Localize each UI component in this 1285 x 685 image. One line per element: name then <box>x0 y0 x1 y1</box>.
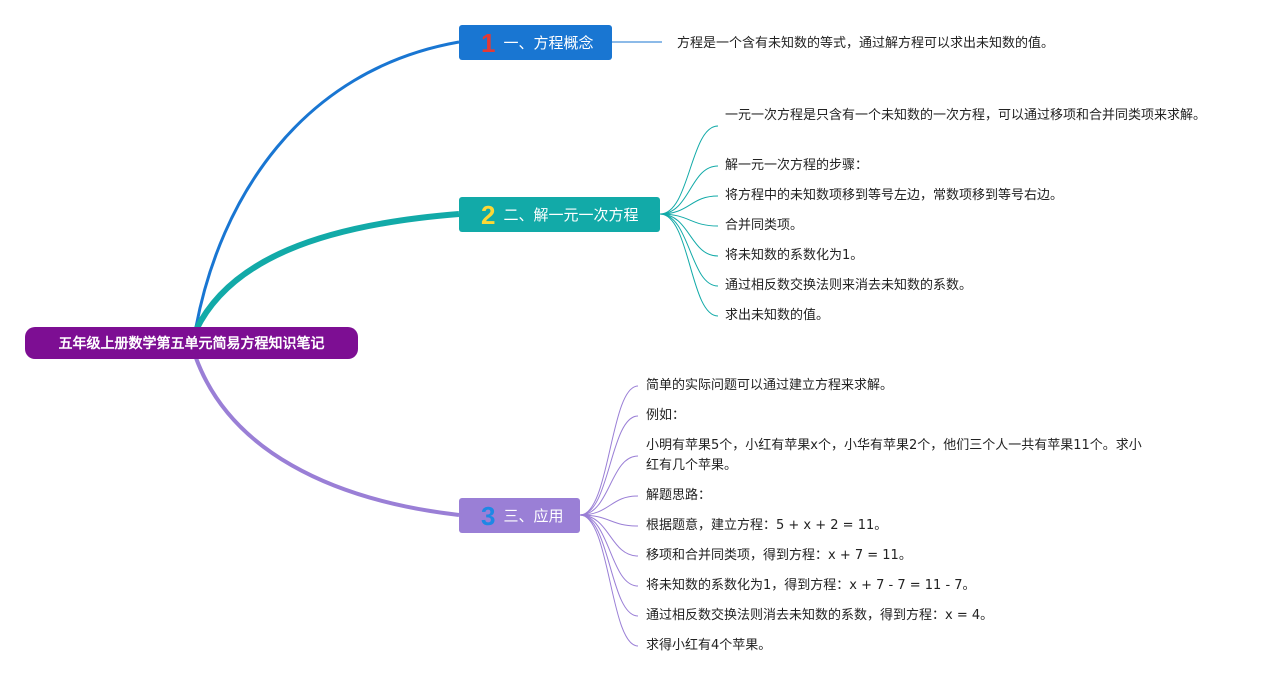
root-node[interactable]: 五年级上册数学第五单元简易方程知识笔记 <box>25 327 358 359</box>
leaf-item: 将未知数的系数化为1。 <box>725 248 864 263</box>
leaf-item: 解一元一次方程的步骤： <box>725 158 869 173</box>
root-branch2-link <box>193 211 460 332</box>
branch-label: 一、方程概念 <box>503 34 594 52</box>
leaf-item: 将未知数的系数化为1，得到方程：x + 7 - 7 = 11 - 7。 <box>646 578 976 593</box>
branch-node-solve[interactable]: 2 二、解一元一次方程 <box>459 197 660 232</box>
leaf-item: 方程是一个含有未知数的等式，通过解方程可以求出未知数的值。 <box>677 36 1055 51</box>
leaf-item: 根据题意，建立方程：5 + x + 2 = 11。 <box>646 518 888 533</box>
leaf-item: 合并同类项。 <box>725 218 804 233</box>
branch-node-concept[interactable]: 1 一、方程概念 <box>459 25 612 60</box>
branch-number: 2 <box>481 199 496 230</box>
leaf-item: 将方程中的未知数项移到等号左边，常数项移到等号右边。 <box>725 188 1064 203</box>
root-branch1-link <box>194 40 460 328</box>
leaf-item: 移项和合并同类项，得到方程：x + 7 = 11。 <box>646 548 912 563</box>
leaf-item: 小明有苹果5个，小红有苹果x个，小华有苹果2个，他们三个人一共有苹果11个。求小… <box>646 438 1142 473</box>
branch-node-application[interactable]: 3 三、应用 <box>459 498 580 533</box>
leaf-item: 一元一次方程是只含有一个未知数的一次方程，可以通过移项和合并同类项来求解。 <box>725 108 1207 123</box>
leaf-item: 求得小红有4个苹果。 <box>646 638 772 653</box>
leaf-item: 求出未知数的值。 <box>725 308 830 323</box>
leaf-item: 解题思路： <box>646 488 712 503</box>
branch-number: 1 <box>481 27 496 58</box>
branch-label: 三、应用 <box>503 507 564 525</box>
leaf-item: 通过相反数交换法则消去未知数的系数，得到方程：x = 4。 <box>646 608 994 623</box>
branch-label: 二、解一元一次方程 <box>503 206 639 224</box>
branch-number: 3 <box>481 500 496 531</box>
branch2-leaf-links <box>659 125 719 317</box>
leaf-item: 通过相反数交换法则来消去未知数的系数。 <box>725 278 973 293</box>
branch3-leaf-links <box>579 385 639 647</box>
leaf-item: 简单的实际问题可以通过建立方程来求解。 <box>646 378 894 393</box>
root-branch3-link <box>194 357 460 517</box>
leaf-item: 例如： <box>646 408 686 423</box>
